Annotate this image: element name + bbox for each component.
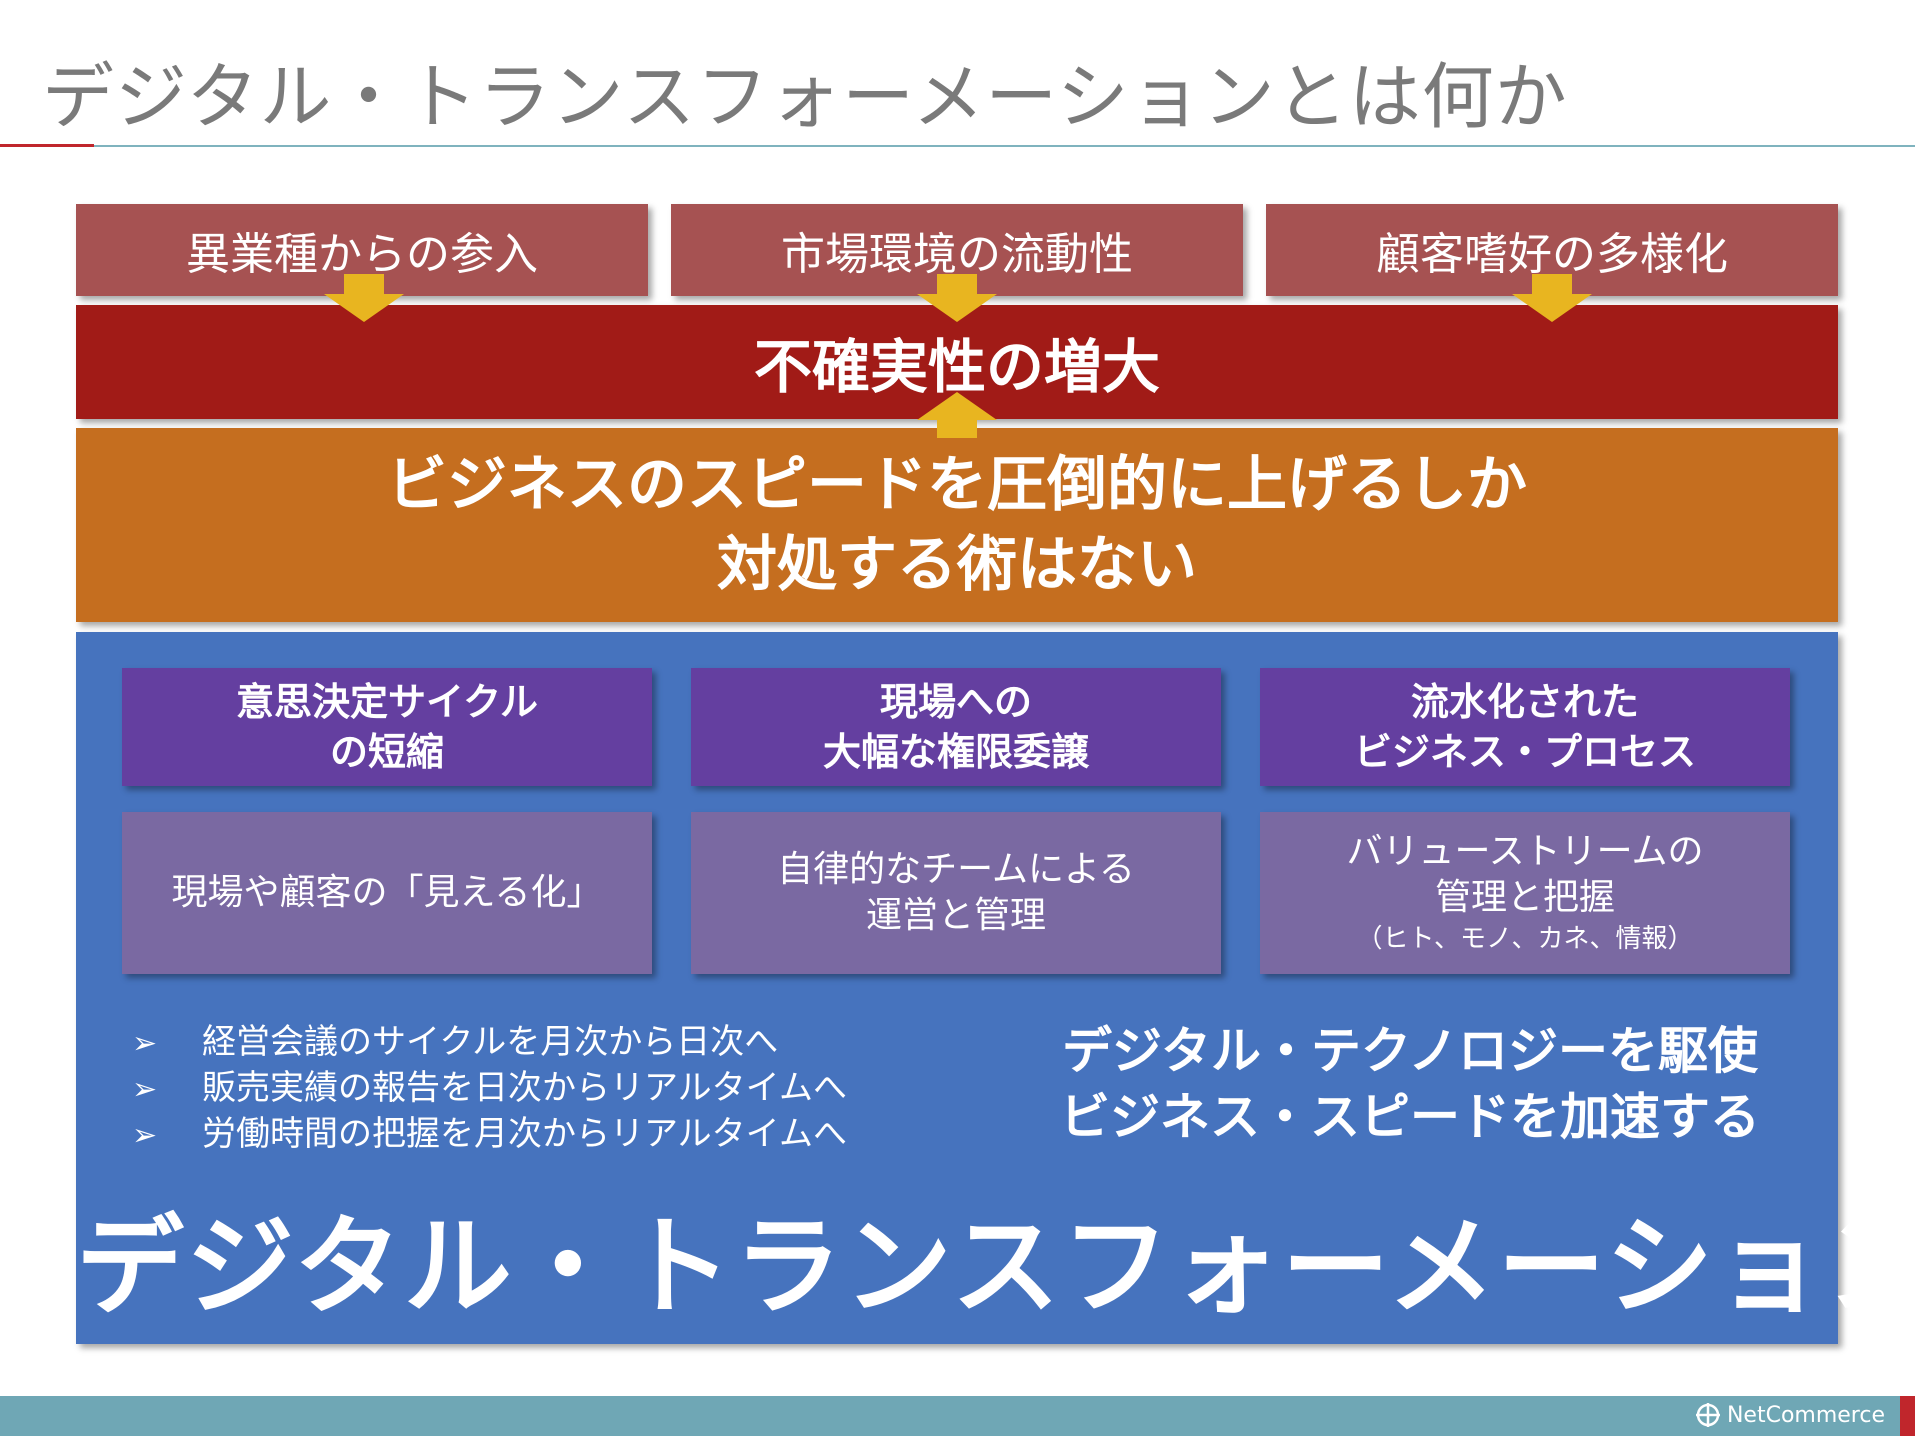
practice-line-2: 運営と管理 xyxy=(865,895,1046,936)
strategy-line-1: 意思決定サイクル xyxy=(235,680,539,724)
cause-label: 顧客嗜好の多様化 xyxy=(1376,229,1728,280)
strategy-box-delegation: 現場への 大幅な権限委譲 xyxy=(691,668,1221,786)
bullet-arrow-icon: ➢ xyxy=(132,1072,158,1107)
slide-title: デジタル・トランスフォーメーションとは何か xyxy=(42,55,1568,139)
netcommerce-logo: NetCommerce xyxy=(1695,1402,1885,1428)
title-rule-accent xyxy=(0,144,94,147)
logo-text: NetCommerce xyxy=(1726,1402,1885,1428)
uncertainty-band: 不確実性の増大 xyxy=(76,305,1838,419)
strategy-box-decision-cycle: 意思決定サイクル の短縮 xyxy=(122,668,652,786)
practice-line-1: 自律的なチームによる xyxy=(777,849,1135,890)
dx-slogan: デジタル・テクノロジーを駆使 ビジネス・スピードを加速する xyxy=(1020,1018,1800,1150)
netcommerce-logo-icon xyxy=(1695,1403,1720,1427)
example-list: ➢経営会議のサイクルを月次から日次へ ➢販売実績の報告を日次からリアルタイムへ … xyxy=(132,1020,847,1158)
footer-bar xyxy=(0,1396,1915,1436)
list-item: ➢ 販売実績の報告を日次からリアルタイムへ xyxy=(132,1066,847,1112)
strategy-line-2: 大幅な権限委譲 xyxy=(822,730,1089,774)
practice-line-1: バリューストリームの xyxy=(1346,831,1704,872)
practice-box-visualization: 現場や顧客の「見える化」 xyxy=(122,812,652,974)
list-item-text: 経営会議のサイクルを月次から日次へ xyxy=(202,1022,779,1062)
down-arrow-icon xyxy=(1512,294,1592,322)
practice-box-value-stream: バリューストリームの 管理と把握 （ヒト、モノ、カネ、情報） xyxy=(1260,812,1790,974)
strategy-line-1: 流水化された xyxy=(1410,680,1639,724)
list-item: ➢ 労働時間の把握を月次からリアルタイムへ xyxy=(132,1112,847,1158)
cause-label: 市場環境の流動性 xyxy=(781,229,1133,280)
title-rule xyxy=(94,145,1915,147)
cause-label: 異業種からの参入 xyxy=(186,229,538,280)
up-arrow-icon xyxy=(917,392,997,420)
strategy-line-2: ビジネス・プロセス xyxy=(1353,730,1696,774)
list-item: ➢ 経営会議のサイクルを月次から日次へ xyxy=(132,1020,847,1066)
list-item-text: 販売実績の報告を日次からリアルタイムへ xyxy=(202,1068,847,1108)
list-item-text: 労働時間の把握を月次からリアルタイムへ xyxy=(202,1114,847,1154)
slogan-line-2: ビジネス・スピードを加速する xyxy=(1060,1088,1760,1146)
practice-note: （ヒト、モノ、カネ、情報） xyxy=(1356,924,1694,954)
practice-line-1: 現場や顧客の「見える化」 xyxy=(171,872,603,913)
speed-line-1: ビジネスのスピードを圧倒的に上げるしか xyxy=(387,450,1527,520)
practice-box-autonomous-team: 自律的なチームによる 運営と管理 xyxy=(691,812,1221,974)
up-arrow-stem xyxy=(937,420,977,438)
strategy-box-flow-process: 流水化された ビジネス・プロセス xyxy=(1260,668,1790,786)
speed-line-2: 対処する術はない xyxy=(717,530,1197,600)
bullet-arrow-icon: ➢ xyxy=(132,1118,158,1153)
footer-accent xyxy=(1900,1396,1915,1436)
uncertainty-label: 不確実性の増大 xyxy=(753,333,1160,401)
down-arrow-stem xyxy=(344,274,384,294)
slogan-line-1: デジタル・テクノロジーを駆使 xyxy=(1062,1022,1758,1080)
dx-big-title: デジタル・トランスフォーメーション xyxy=(76,1205,1915,1330)
bullet-arrow-icon: ➢ xyxy=(132,1026,158,1061)
practice-line-2: 管理と把握 xyxy=(1434,877,1615,918)
down-arrow-stem xyxy=(1532,274,1572,294)
speed-band: ビジネスのスピードを圧倒的に上げるしか 対処する術はない xyxy=(76,428,1838,622)
down-arrow-icon xyxy=(324,294,404,322)
strategy-line-2: の短縮 xyxy=(329,730,444,774)
strategy-line-1: 現場への xyxy=(879,680,1032,724)
down-arrow-icon xyxy=(917,294,997,322)
down-arrow-stem xyxy=(937,274,977,294)
